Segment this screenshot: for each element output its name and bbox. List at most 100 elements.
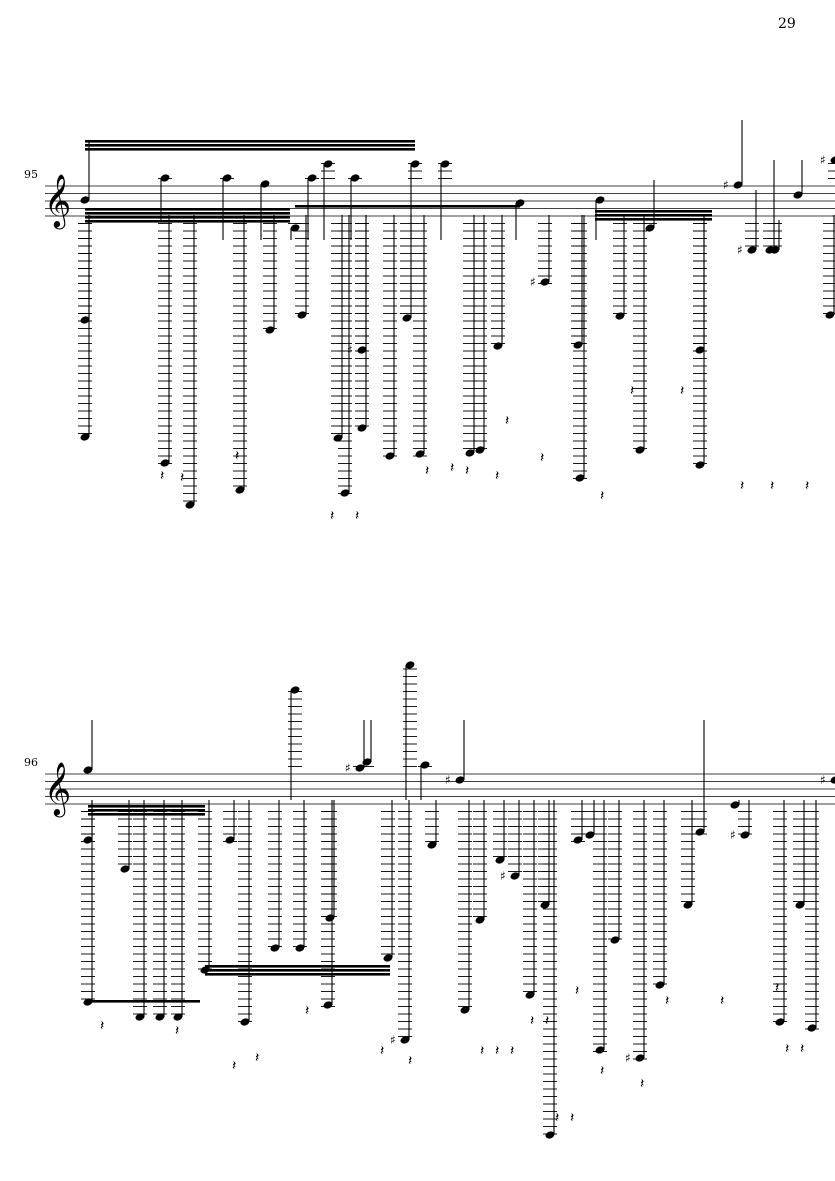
note-head	[307, 174, 317, 182]
sharp-icon: ♯	[723, 178, 729, 192]
treble-clef-icon: 𝄞	[44, 761, 71, 817]
note-head	[525, 991, 535, 999]
rest-icon: 𝄽	[305, 1003, 309, 1019]
note-head	[515, 199, 525, 207]
note-head	[160, 459, 170, 467]
note-head	[573, 836, 583, 844]
note-head	[222, 174, 232, 182]
note-head	[265, 326, 275, 334]
rest-icon: 𝄽	[232, 1058, 236, 1074]
note-head	[595, 196, 605, 204]
sharp-icon: ♯	[500, 869, 506, 883]
rest-icon: 𝄽	[540, 450, 544, 466]
note-head	[155, 1013, 165, 1021]
note-head	[440, 160, 450, 168]
rest-icon: 𝄽	[380, 1043, 384, 1059]
note-head	[510, 872, 520, 880]
note-head	[340, 489, 350, 497]
note-head	[795, 901, 805, 909]
measure-number: 95	[24, 168, 38, 181]
rest-icon: 𝄽	[180, 470, 184, 486]
sharp-icon: ♯	[625, 1051, 631, 1065]
rest-icon: 𝄽	[545, 1013, 549, 1029]
rest-icon: 𝄽	[805, 478, 809, 494]
sharp-icon: ♯	[730, 828, 736, 842]
note-head	[465, 449, 475, 457]
note-head	[357, 424, 367, 432]
note-head	[260, 180, 270, 188]
rest-icon: 𝄽	[495, 1043, 499, 1059]
note-head	[695, 461, 705, 469]
note-head	[595, 1046, 605, 1054]
rest-icon: 𝄽	[510, 1043, 514, 1059]
note-head	[185, 501, 195, 509]
note-head	[402, 314, 412, 322]
note-head	[325, 914, 335, 922]
sharp-icon: ♯	[820, 153, 826, 167]
note-head	[290, 686, 300, 694]
note-head	[323, 1001, 333, 1009]
rest-icon: 𝄽	[465, 463, 469, 479]
rest-icon: 𝄽	[665, 993, 669, 1009]
beam	[88, 813, 205, 816]
note-head	[297, 311, 307, 319]
beam	[85, 148, 415, 151]
note-head	[410, 160, 420, 168]
note-head	[635, 446, 645, 454]
note-head	[540, 901, 550, 909]
beam	[205, 973, 390, 976]
rest-icon: 𝄽	[235, 448, 239, 464]
note-head	[585, 831, 595, 839]
note-head	[270, 944, 280, 952]
note-head	[730, 801, 740, 809]
rest-icon: 𝄽	[450, 460, 454, 476]
rest-icon: 𝄽	[425, 463, 429, 479]
note-head	[383, 954, 393, 962]
beam	[85, 212, 290, 215]
note-head	[420, 761, 430, 769]
note-head	[830, 776, 835, 784]
rest-icon: 𝄽	[555, 1110, 559, 1126]
rest-icon: 𝄽	[720, 993, 724, 1009]
note-head	[135, 1013, 145, 1021]
beam	[88, 809, 205, 812]
beam	[85, 220, 290, 223]
note-head	[733, 181, 743, 189]
rest-icon: 𝄽	[530, 1013, 534, 1029]
beam	[205, 965, 390, 968]
note-head	[427, 841, 437, 849]
rest-icon: 𝄽	[495, 468, 499, 484]
beam	[85, 144, 415, 147]
rest-icon: 𝄽	[680, 383, 684, 399]
beam	[595, 214, 712, 217]
note-head	[830, 156, 835, 164]
note-head	[120, 865, 130, 873]
note-head	[362, 758, 372, 766]
note-head	[333, 434, 343, 442]
note-head	[475, 446, 485, 454]
note-head	[290, 224, 300, 232]
rest-icon: 𝄽	[505, 413, 509, 429]
note-head	[540, 278, 550, 286]
rest-icon: 𝄽	[100, 1018, 104, 1034]
rest-icon: 𝄽	[775, 980, 779, 996]
rest-icon: 𝄽	[355, 508, 359, 524]
beam	[205, 969, 390, 972]
rest-icon: 𝄽	[740, 478, 744, 494]
note-head	[323, 160, 333, 168]
beam	[85, 216, 290, 219]
note-head	[695, 828, 705, 836]
note-head	[645, 224, 655, 232]
note-head	[460, 1006, 470, 1014]
note-head	[173, 1013, 183, 1021]
note-head	[225, 836, 235, 844]
rest-icon: 𝄽	[330, 508, 334, 524]
measure-number: 96	[24, 756, 38, 769]
beam	[88, 805, 205, 808]
rest-icon: 𝄽	[570, 1110, 574, 1126]
sharp-icon: ♯	[390, 1033, 396, 1047]
note-head	[400, 1036, 410, 1044]
note-head	[740, 831, 750, 839]
note-head	[83, 766, 93, 774]
